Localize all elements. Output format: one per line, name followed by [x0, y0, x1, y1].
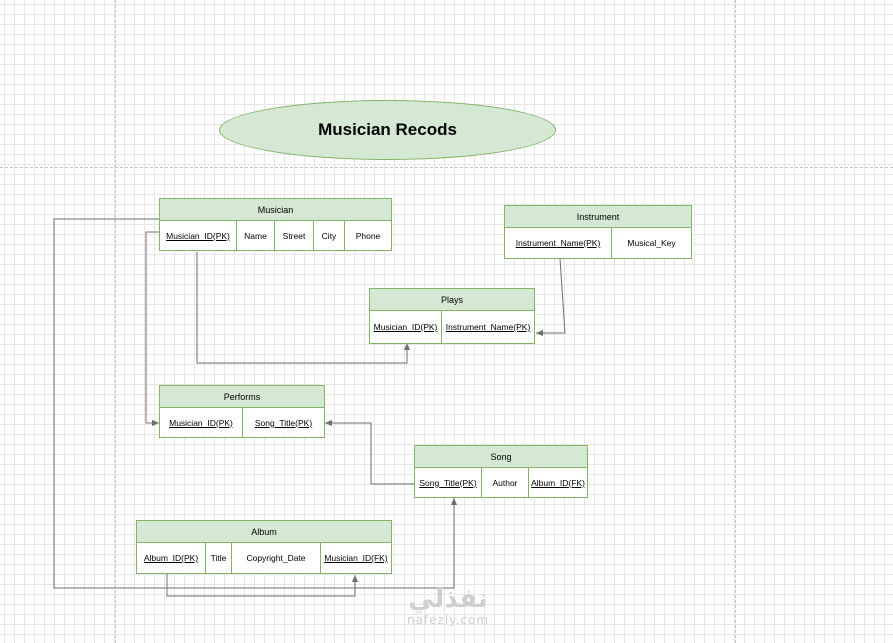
- attribute-musician-id[interactable]: Musician_ID(FK): [324, 553, 388, 563]
- attribute-musician-id[interactable]: Musician_ID(PK): [160, 221, 237, 250]
- attribute-musician-id[interactable]: Musician_ID(PK): [370, 311, 442, 343]
- connector-musician-to-performs[interactable]: [145, 231, 159, 427]
- attribute-album-id[interactable]: Album_ID(PK): [137, 543, 206, 573]
- attribute-name[interactable]: Name: [237, 221, 275, 250]
- attribute-song-title[interactable]: Song_Title(PK): [254, 417, 313, 428]
- attribute-song-title[interactable]: Song_Title(PK): [415, 468, 482, 497]
- entity-header: Instrument: [505, 206, 691, 228]
- attribute-city[interactable]: City: [314, 221, 345, 250]
- diagram-title[interactable]: Musician Recods: [219, 100, 556, 160]
- entity-header: Performs: [160, 386, 324, 408]
- page-break-vertical-left: [115, 0, 116, 643]
- attribute-instrument-name[interactable]: Instrument_Name(PK): [505, 228, 612, 258]
- attribute-instrument-name[interactable]: Instrument_Name(PK): [445, 322, 531, 332]
- entity-performs[interactable]: Performs Musician_ID(PK) Song_Title(PK): [159, 385, 325, 438]
- connector-song-to-performs[interactable]: [325, 419, 415, 485]
- entity-header: Musician: [160, 199, 391, 221]
- watermark-logo-text: نفذلي: [408, 584, 488, 614]
- entity-instrument[interactable]: Instrument Instrument_Name(PK) Musical_K…: [504, 205, 692, 259]
- connector-album-to-song[interactable]: [166, 574, 359, 597]
- attribute-musical-key[interactable]: Musical_Key: [627, 238, 676, 248]
- watermark-url: nafezly.com: [406, 613, 490, 627]
- attribute-title[interactable]: Title: [206, 543, 232, 573]
- connector-musician-to-plays[interactable]: [196, 252, 411, 364]
- entity-header: Album: [137, 521, 391, 543]
- page-break-horizontal: [0, 167, 893, 168]
- entity-musician[interactable]: Musician Musician_ID(PK) Name Street Cit…: [159, 198, 392, 251]
- attribute-author[interactable]: Author: [482, 468, 529, 497]
- attribute-copyright-date[interactable]: Copyright_Date: [232, 543, 321, 573]
- entity-header: Plays: [370, 289, 534, 311]
- entity-album[interactable]: Album Album_ID(PK) Title Copyright_Date …: [136, 520, 392, 574]
- watermark: نفذلي nafezly.com: [393, 585, 503, 627]
- connector-musician-to-album[interactable]: [53, 218, 458, 589]
- attribute-album-id[interactable]: Album_ID(FK): [531, 477, 585, 488]
- attribute-street[interactable]: Street: [275, 221, 314, 250]
- connector-instrument-to-plays[interactable]: [536, 258, 566, 337]
- diagram-title-text: Musician Recods: [318, 120, 457, 139]
- entity-plays[interactable]: Plays Musician_ID(PK) Instrument_Name(PK…: [369, 288, 535, 344]
- attribute-phone[interactable]: Phone: [355, 230, 381, 241]
- entity-header: Song: [415, 446, 587, 468]
- page-break-vertical-right: [735, 0, 736, 643]
- attribute-musician-id[interactable]: Musician_ID(PK): [160, 408, 243, 437]
- entity-song[interactable]: Song Song_Title(PK) Author Album_ID(FK): [414, 445, 588, 498]
